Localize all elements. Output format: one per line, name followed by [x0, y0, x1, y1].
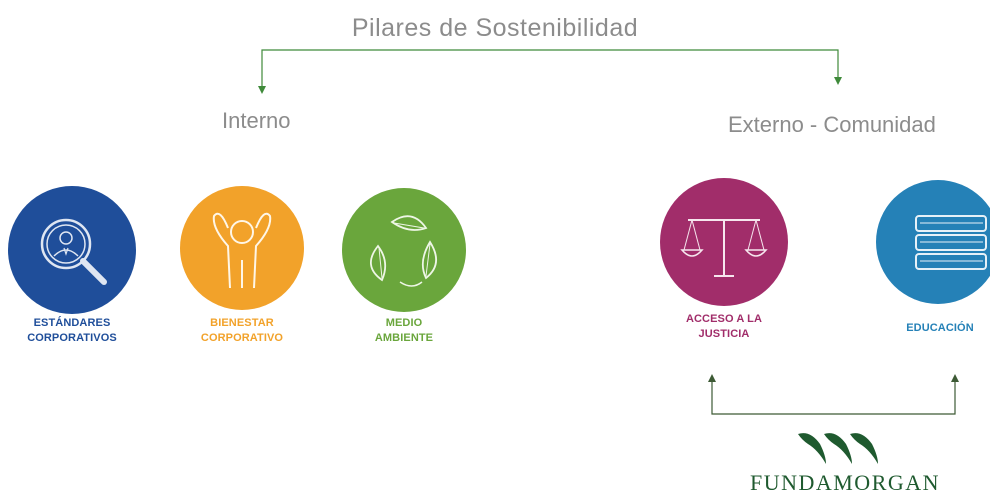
person-arms-raised-icon — [212, 212, 272, 289]
pillar-label-education: EDUCACIÓN — [890, 321, 990, 336]
pillar-corporate-standards — [8, 186, 136, 314]
pillar-label-line: ACCESO A LA — [685, 313, 763, 325]
magnifier-person-icon — [40, 218, 107, 285]
pillar-label-line: MEDIO — [385, 317, 423, 329]
logo-wordmark: FUNDAMORGAN — [749, 470, 941, 495]
pillar-label-line: ESTÁNDARES — [33, 317, 111, 329]
arrow-up-education — [951, 374, 959, 382]
pillar-label-access-to-justice: ACCESO A LA JUSTICIA — [660, 312, 788, 342]
pillar-label-line: EDUCACIÓN — [906, 322, 974, 334]
diagram-title: Pilares de Sostenibilidad — [351, 14, 639, 42]
arrow-up-justice — [708, 374, 716, 382]
books-icon — [915, 215, 987, 270]
bottom-bracket — [711, 382, 956, 415]
pillar-label-line: BIENESTAR — [210, 317, 274, 329]
pillar-label-environment: MEDIO AMBIENTE — [342, 316, 466, 346]
arrow-down-external — [834, 77, 842, 85]
pillar-label-line: CORPORATIVO — [200, 332, 284, 344]
pillar-education — [876, 180, 990, 304]
pillar-label-corporate-standards: ESTÁNDARES CORPORATIVOS — [8, 316, 136, 346]
group-label-external: Externo - Comunidad — [728, 112, 936, 137]
top-bracket — [261, 49, 839, 87]
pillar-label-line: CORPORATIVOS — [27, 332, 117, 344]
pillar-environment — [342, 188, 466, 312]
pillar-label-line: JUSTICIA — [698, 328, 750, 340]
pillar-label-corporate-wellbeing: BIENESTAR CORPORATIVO — [178, 316, 306, 346]
pillar-corporate-wellbeing — [180, 186, 304, 310]
leaves-cycle-icon — [370, 215, 437, 287]
arrow-down-internal — [258, 86, 266, 94]
fundamorgan-logo-icon — [798, 433, 878, 464]
pillar-access-to-justice — [660, 178, 788, 306]
pillar-label-line: AMBIENTE — [374, 332, 434, 344]
scales-icon — [680, 219, 768, 277]
group-label-internal: Interno — [222, 108, 291, 133]
